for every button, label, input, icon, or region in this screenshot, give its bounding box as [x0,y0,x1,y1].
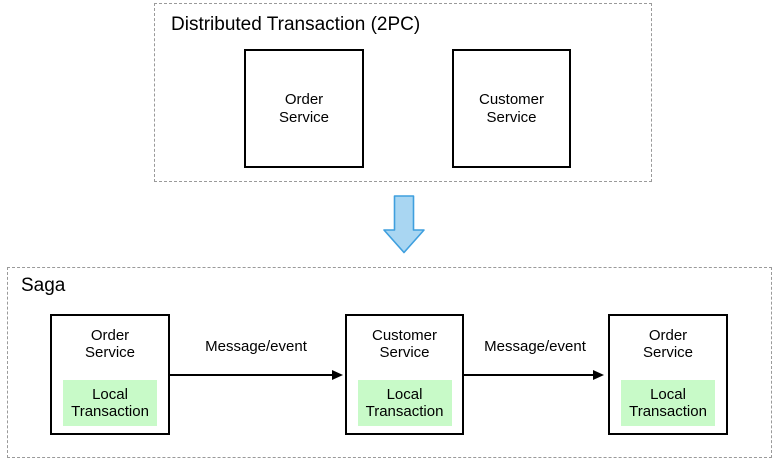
node-label-line2: Service [642,344,694,362]
group-title-2pc: Distributed Transaction (2PC) [171,14,421,35]
edge-line-1 [170,374,332,376]
node-label-line1: Order [90,327,130,344]
edge-label-message-event-2: Message/event [484,338,586,355]
local-transaction-box: Local Transaction [621,380,715,426]
node-customer-service-saga: Customer Service Local Transaction [345,314,464,435]
node-label-customer-service: Customer Service [479,91,544,126]
node-label-line2: Service [84,344,136,362]
node-label-line1: Order [284,91,324,109]
node-order-service-2pc: Order Service [244,49,364,168]
local-label-line2: Transaction [629,403,707,420]
node-label-order-service: Order Service [279,91,329,126]
node-label-line2: Service [278,108,330,126]
node-label-line2: Service [379,344,430,362]
node-label-line2: Service [486,108,537,126]
node-label-order-service: Order Service [610,327,726,362]
local-transaction-label: Local Transaction [71,386,149,421]
local-label-line1: Local [92,385,128,403]
edge-line-2 [464,374,593,376]
local-label-line1: Local [650,385,686,403]
node-order-service-saga-2: Order Service Local Transaction [608,314,728,435]
edge-arrowhead-2 [593,370,604,380]
local-label-line2: Transaction [71,403,149,420]
edge-label-message-event-1: Message/event [205,338,307,355]
local-label-line2: Transaction [365,403,444,420]
node-label-line1: Customer [371,327,438,344]
local-transaction-label: Local Transaction [366,386,444,421]
group-title-saga: Saga [21,275,66,296]
local-label-line1: Local [386,385,423,403]
group-saga: Saga Order Service Local Transaction Mes… [7,267,772,458]
node-order-service-saga-1: Order Service Local Transaction [50,314,170,435]
edge-arrowhead-1 [332,370,343,380]
node-label-customer-service: Customer Service [347,327,462,362]
node-label-order-service: Order Service [52,327,168,362]
down-arrow-icon [383,195,425,254]
local-transaction-box: Local Transaction [357,380,452,426]
local-transaction-box: Local Transaction [63,380,157,426]
local-transaction-label: Local Transaction [629,386,707,421]
node-label-line1: Customer [478,91,545,109]
node-customer-service-2pc: Customer Service [452,49,571,168]
node-label-line1: Order [648,327,688,344]
group-distributed-transaction-2pc: Distributed Transaction (2PC) Order Serv… [154,3,652,182]
